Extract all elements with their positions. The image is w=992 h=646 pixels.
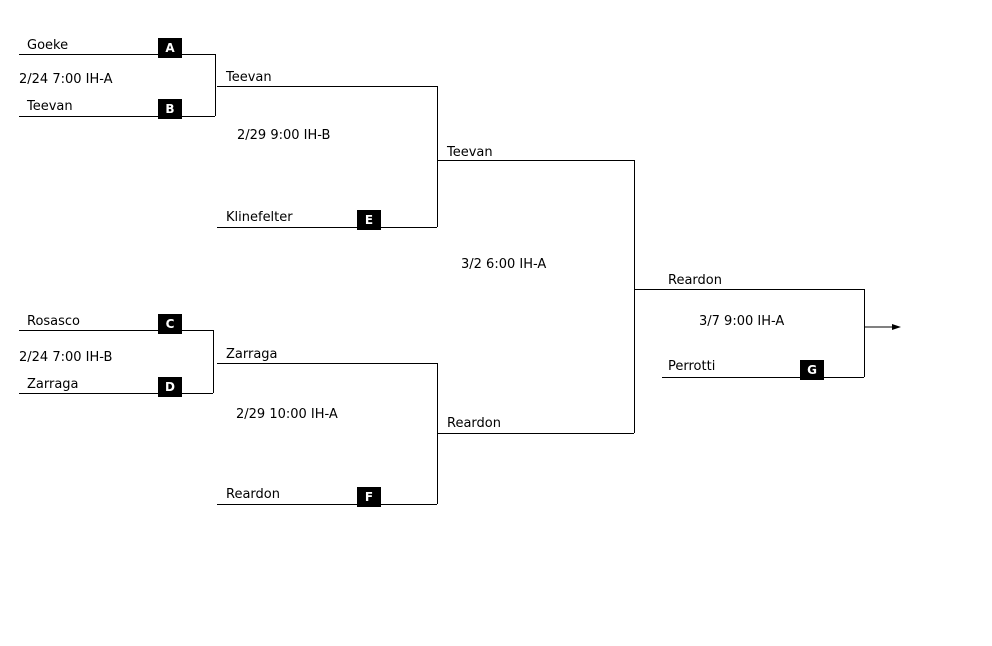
bracket-connector xyxy=(864,289,865,377)
game-schedule: 3/2 6:00 IH-A xyxy=(461,257,547,272)
team-name: Teevan xyxy=(447,145,493,160)
seed-badge: B xyxy=(158,99,182,119)
seed-badge: A xyxy=(158,38,182,58)
bracket-line xyxy=(19,330,213,331)
seed-badge: E xyxy=(357,210,381,230)
game-schedule: 2/24 7:00 IH-B xyxy=(19,350,113,365)
team-name: Perrotti xyxy=(668,359,716,374)
bracket-line xyxy=(217,363,437,364)
bracket-line xyxy=(19,393,213,394)
game-schedule: 2/29 9:00 IH-B xyxy=(237,128,331,143)
bracket-line xyxy=(217,227,437,228)
bracket-line xyxy=(438,160,634,161)
bracket-line xyxy=(217,504,437,505)
arrow-right-icon xyxy=(864,324,901,330)
seed-badge: G xyxy=(800,360,824,380)
bracket-line xyxy=(635,289,864,290)
team-name: Zarraga xyxy=(226,347,278,362)
bracket-connector xyxy=(215,54,216,116)
seed-badge: F xyxy=(357,487,381,507)
bracket-connector xyxy=(437,363,438,504)
team-name: Teevan xyxy=(226,70,272,85)
game-schedule: 2/24 7:00 IH-A xyxy=(19,72,113,87)
team-name: Klinefelter xyxy=(226,210,293,225)
team-name: Reardon xyxy=(668,273,722,288)
game-schedule: 2/29 10:00 IH-A xyxy=(236,407,338,422)
bracket-line xyxy=(19,54,215,55)
bracket-line xyxy=(662,377,864,378)
game-schedule: 3/7 9:00 IH-A xyxy=(699,314,785,329)
team-name: Zarraga xyxy=(27,377,79,392)
seed-badge: C xyxy=(158,314,182,334)
bracket-line xyxy=(438,433,634,434)
team-name: Reardon xyxy=(226,487,280,502)
bracket-connector xyxy=(634,160,635,433)
bracket-line xyxy=(19,116,215,117)
bracket-connector xyxy=(437,86,438,227)
team-name: Goeke xyxy=(27,38,69,53)
bracket-connector xyxy=(213,330,214,393)
bracket-line xyxy=(217,86,437,87)
team-name: Teevan xyxy=(27,99,73,114)
team-name: Reardon xyxy=(447,416,501,431)
team-name: Rosasco xyxy=(27,314,81,329)
seed-badge: D xyxy=(158,377,182,397)
